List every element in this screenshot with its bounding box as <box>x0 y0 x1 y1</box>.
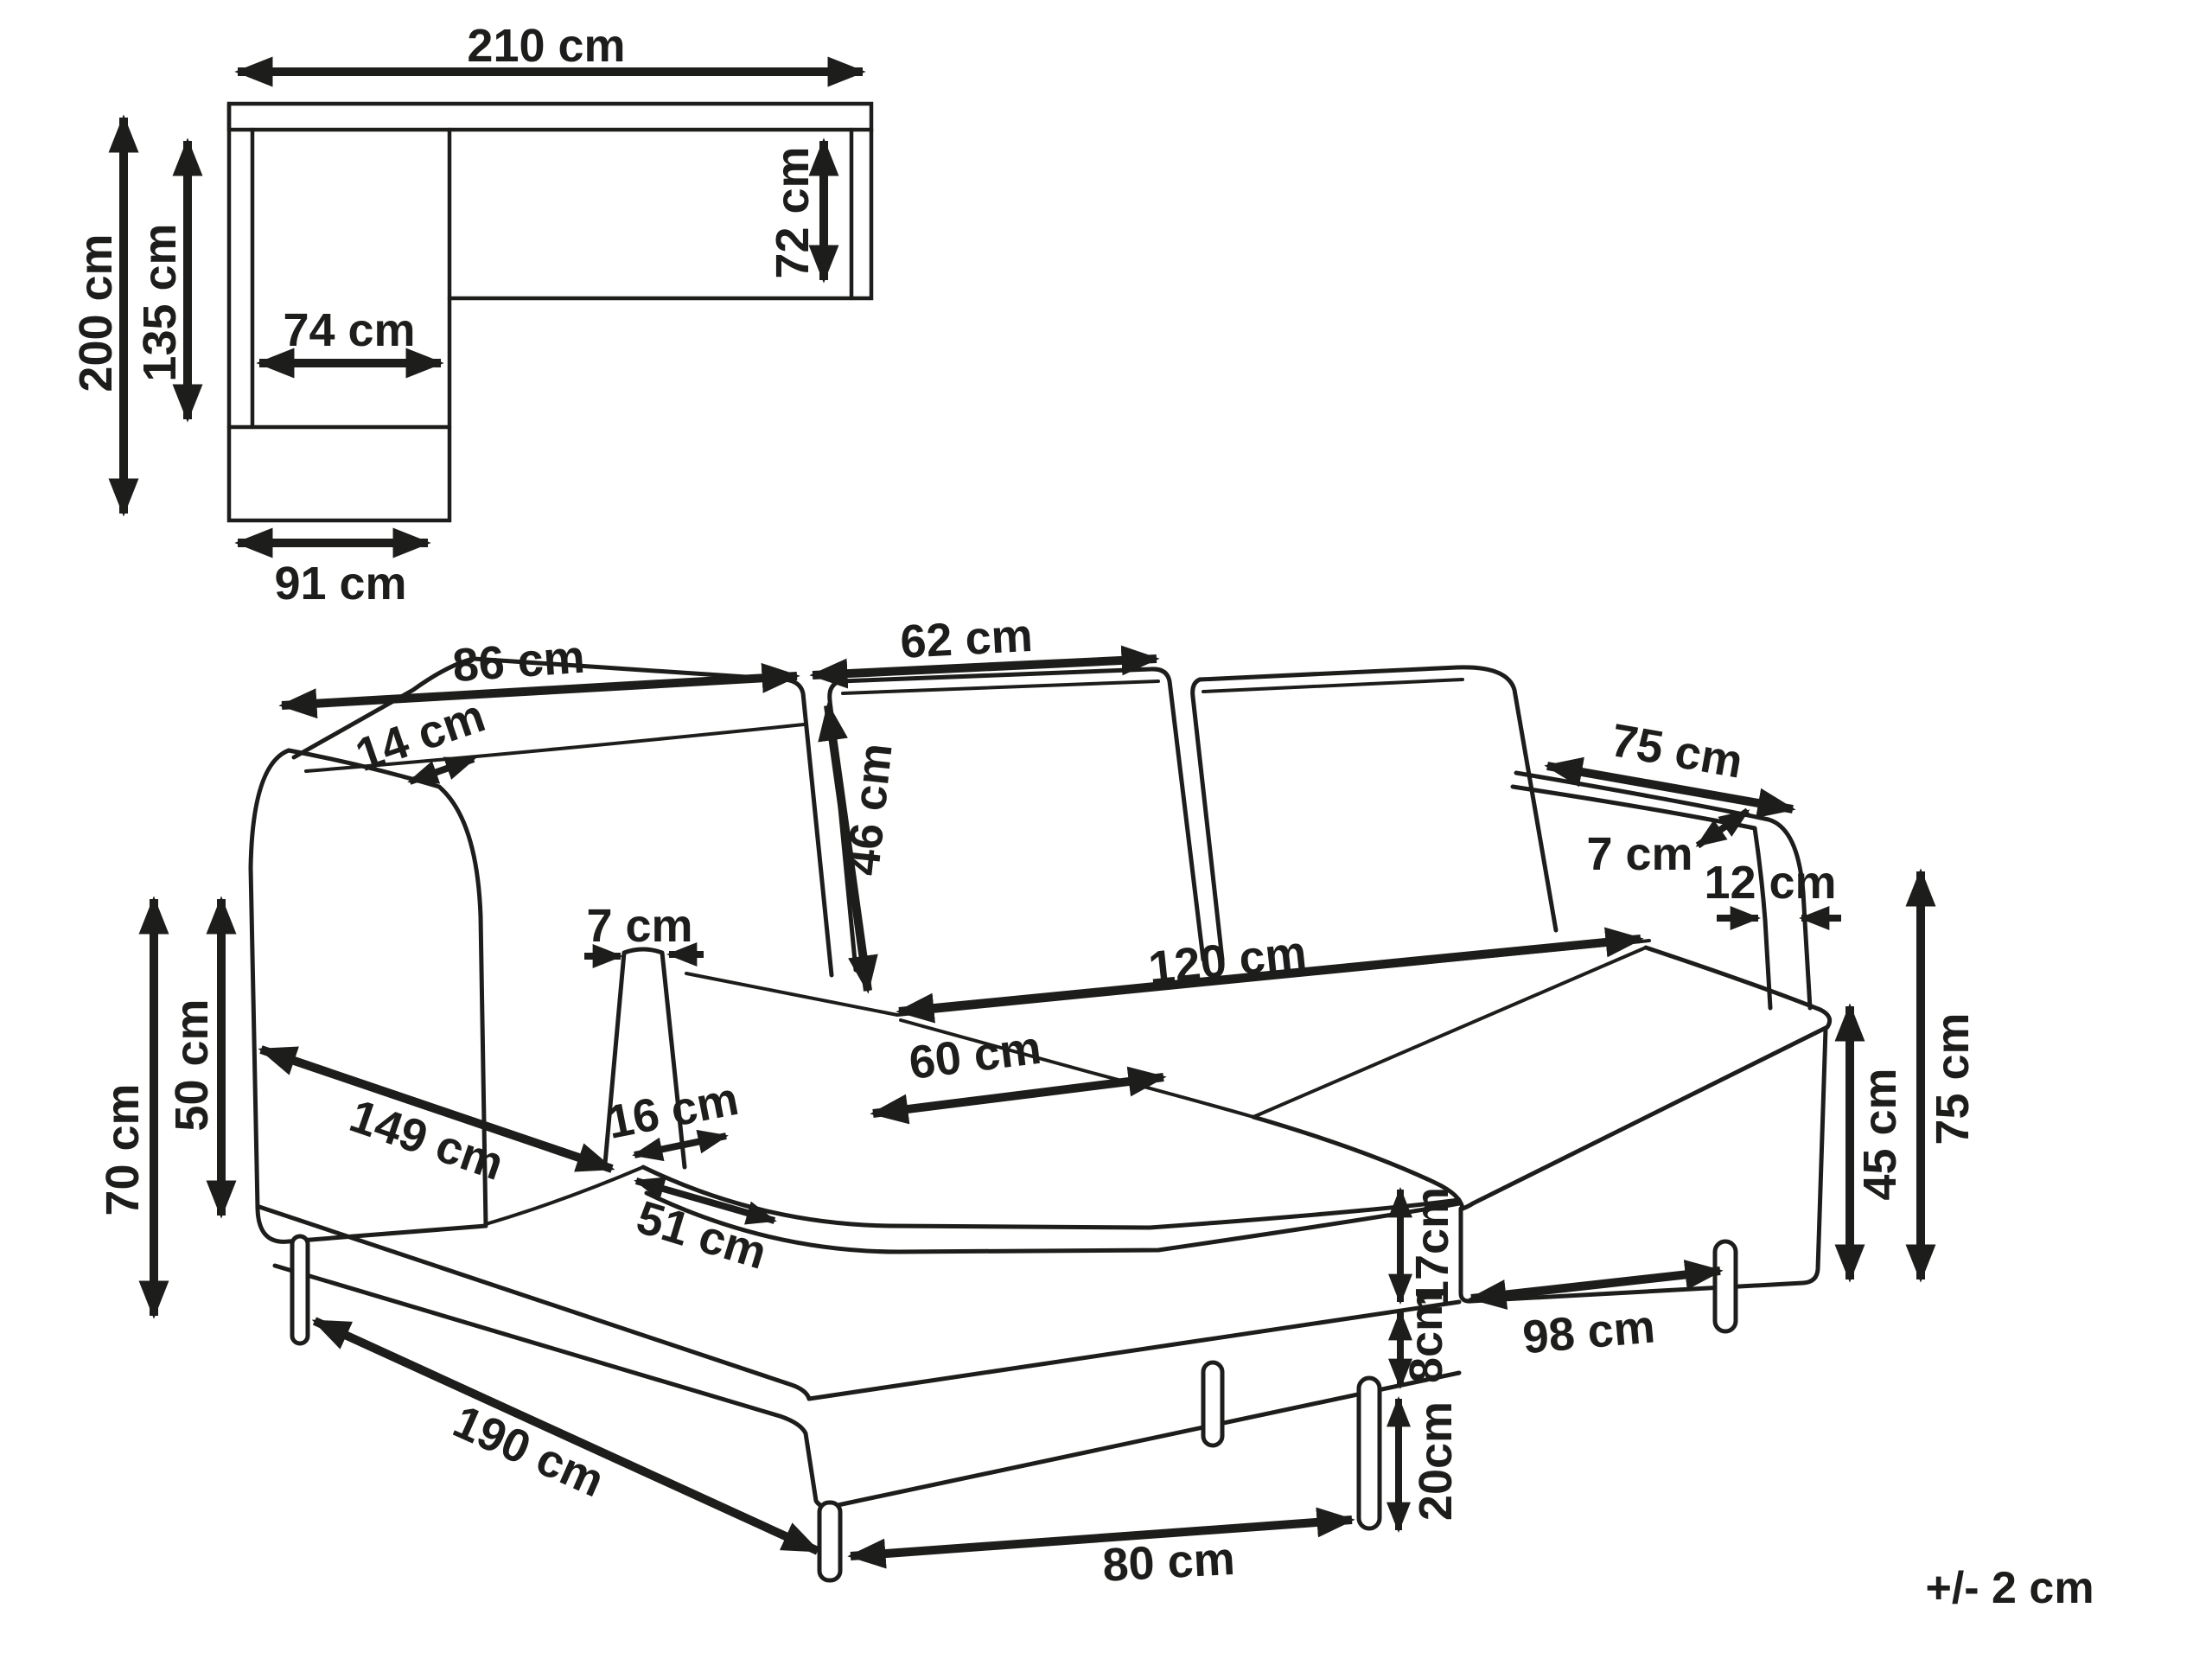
dim-label-120: 120 cm <box>1146 926 1309 994</box>
plinth-top-edge <box>257 1204 1462 1401</box>
left-armrest-outer <box>248 748 488 1244</box>
chaise-front-edge <box>1460 1024 1830 1211</box>
back-cushion-right <box>1197 665 1559 933</box>
arrow-46 <box>818 702 878 994</box>
leg-front-corner <box>817 1500 843 1583</box>
dim-label-7-left: 7 cm <box>586 900 692 952</box>
arrow-86 <box>278 662 800 719</box>
dim-label-51: 51 cm <box>631 1191 773 1279</box>
dim-label-135: 135 cm <box>134 223 186 381</box>
dim-label-91: 91 cm <box>274 558 406 609</box>
dim-label-46: 46 cm <box>837 741 902 878</box>
dim-label-7-right: 7 cm <box>1586 828 1692 880</box>
arrow-80 <box>847 1507 1355 1569</box>
dim-label-80: 80 cm <box>1101 1533 1236 1592</box>
back-cushion-right-left-edge <box>1190 677 1225 962</box>
dim-label-86: 86 cm <box>451 631 587 692</box>
arrow-98 <box>1468 1260 1724 1310</box>
seat-left-edge <box>484 1165 645 1226</box>
chaise-bottom-edge <box>1469 1026 1828 1304</box>
plan-seat-outline <box>447 127 874 301</box>
arrow-60 <box>870 1066 1167 1125</box>
arrow-62 <box>809 645 1160 689</box>
left-armrest-inner <box>437 784 488 1228</box>
chaise-front-left-edge <box>1458 1206 1474 1304</box>
dim-label-210: 210 cm <box>467 20 625 72</box>
chaise-left-curve <box>1251 1114 1465 1211</box>
arrow-7-right <box>1695 807 1750 849</box>
dim-label-98: 98 cm <box>1520 1300 1657 1363</box>
arrow-149 <box>258 1045 615 1173</box>
dim-label-60: 60 cm <box>906 1022 1043 1089</box>
arrow-14 <box>407 756 476 785</box>
back-cushion-right-seam <box>1202 678 1464 693</box>
dim-label-72: 72 cm <box>767 146 819 278</box>
leg-front-mid <box>1201 1360 1225 1448</box>
dim-label-8: 8cm <box>1400 1290 1452 1383</box>
leg-left-arm <box>290 1234 310 1346</box>
dim-label-50: 50 cm <box>166 999 218 1131</box>
plan-chaise-outline <box>226 101 452 523</box>
dim-label-200: 200 cm <box>70 233 122 392</box>
dimension-annotations: 86 cm 62 cm 14 cm 75 cm 7 cm 12 cm 120 c… <box>97 609 1979 1592</box>
arrow-120 <box>896 927 1644 1024</box>
tolerance-note: +/- 2 cm <box>1925 1563 2094 1613</box>
plan-backrest-bar <box>226 101 874 132</box>
dim-label-17: 17cm <box>1406 1187 1458 1306</box>
dim-label-75-height: 75 cm <box>1927 1012 1979 1145</box>
arrow-75-armrest <box>1544 756 1796 819</box>
plan-view: 210 cm 200 cm 135 cm 74 cm 72 cm 91 cm <box>70 20 874 609</box>
dim-label-45: 45 cm <box>1854 1068 1906 1200</box>
dim-label-62: 62 cm <box>899 609 1034 668</box>
dim-label-20: 20cm <box>1410 1401 1462 1521</box>
leg-chaise-right <box>1712 1239 1738 1334</box>
back-cushion-mid-seam <box>841 680 1160 695</box>
dim-label-12: 12 cm <box>1704 857 1836 909</box>
side-panel-post <box>602 947 687 1170</box>
dim-label-74: 74 cm <box>283 304 415 356</box>
chaise-right-edge <box>1643 945 1833 1030</box>
arrow-51 <box>634 1177 777 1225</box>
arrow-190 <box>311 1317 821 1555</box>
arrow-16 <box>632 1129 729 1162</box>
leg-front-right <box>1356 1375 1382 1531</box>
dim-label-190: 190 cm <box>446 1395 612 1507</box>
dim-label-70: 70 cm <box>97 1083 149 1216</box>
